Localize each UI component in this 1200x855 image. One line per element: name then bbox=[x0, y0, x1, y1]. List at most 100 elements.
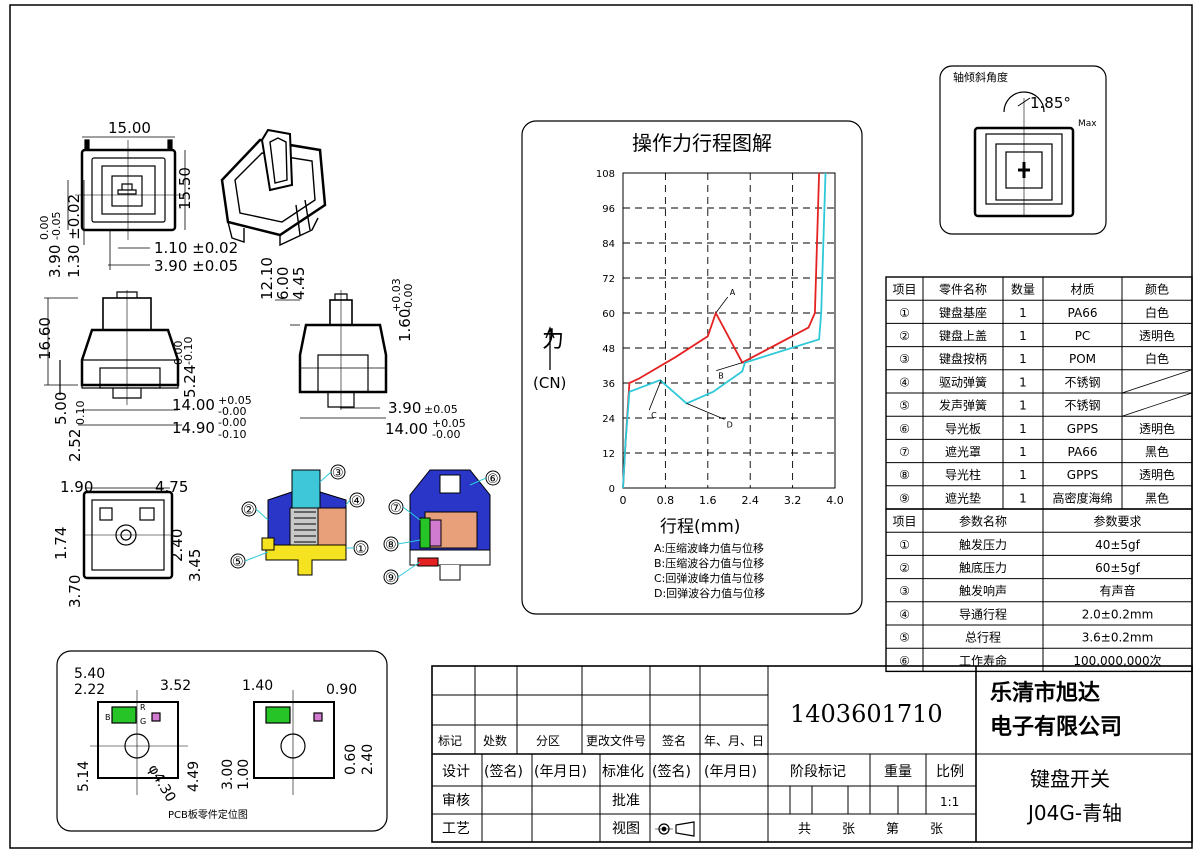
callout-8: ⑧ bbox=[383, 536, 399, 553]
y-tick-label: 84 bbox=[602, 239, 615, 250]
annotation-leader bbox=[716, 362, 743, 371]
x-tick-label: 0.8 bbox=[657, 494, 675, 507]
table-cell: 触底压力 bbox=[959, 560, 1007, 575]
dim-14-00-tol-b: -0.00 bbox=[218, 405, 246, 418]
table-cell: 3.6±0.2mm bbox=[1082, 631, 1154, 645]
note-c: C:回弹波峰力值与位移 bbox=[654, 571, 764, 585]
table-cell: PA66 bbox=[1068, 445, 1098, 459]
dim-14-90-tol-a: -0.00 bbox=[218, 416, 246, 429]
table-cell: 参数要求 bbox=[1093, 514, 1141, 529]
table-cell: ① bbox=[899, 538, 910, 552]
annotation-label: C bbox=[651, 411, 657, 420]
side-view-1 bbox=[44, 290, 182, 426]
pcb-left bbox=[90, 690, 188, 795]
table-cell: PC bbox=[1075, 329, 1091, 343]
tb-scale: 比例 bbox=[936, 764, 964, 780]
table-cell: 项目 bbox=[892, 515, 916, 529]
bottom-view bbox=[82, 487, 174, 580]
table-cell: 2.0±0.2mm bbox=[1082, 607, 1154, 621]
table-cell: ⑤ bbox=[899, 631, 910, 645]
x-tick-label: 0 bbox=[620, 494, 627, 507]
dim-14-00-tol-a: +0.05 bbox=[218, 394, 252, 407]
pcb-right-dims: 1.40 0.90 3.00 1.00 0.60 2.40 bbox=[220, 678, 376, 790]
table-cell: 不锈钢 bbox=[1064, 375, 1100, 389]
pcb-dim-1-00: 1.00 bbox=[236, 759, 252, 790]
table-cell: ④ bbox=[899, 375, 910, 389]
table-cell: ⑥ bbox=[899, 654, 910, 668]
dim-5-24: 5.24 bbox=[181, 365, 199, 398]
svg-text:①: ① bbox=[355, 542, 367, 557]
tb-mark: 标记 bbox=[438, 734, 462, 748]
dim-3-90-v: 3.90 bbox=[46, 245, 64, 278]
plot-area bbox=[622, 172, 836, 489]
table-cell: 1 bbox=[1019, 468, 1027, 482]
chart-ylabel: 力 bbox=[542, 328, 564, 353]
y-tick-label: 60 bbox=[602, 309, 615, 320]
callout-5: ⑤ bbox=[230, 553, 246, 570]
tilt-title: 轴倾斜角度 bbox=[953, 70, 1008, 84]
annotation-leader bbox=[648, 379, 662, 411]
table-cell: 1 bbox=[1019, 422, 1027, 436]
y-tick-label: 108 bbox=[596, 169, 615, 180]
svg-text:③: ③ bbox=[332, 466, 344, 481]
dim-side1-t1: 0.00 bbox=[172, 341, 185, 366]
part-number: 1403601710 bbox=[790, 700, 943, 728]
callout-4: ④ bbox=[349, 492, 365, 509]
tb-sheet-no-unit: 张 bbox=[930, 822, 943, 837]
tb-view: 视图 bbox=[612, 821, 640, 837]
pcb-dim-5-14: 5.14 bbox=[76, 761, 92, 792]
ylabel-arrow bbox=[545, 326, 555, 370]
svg-text:⑤: ⑤ bbox=[232, 555, 244, 570]
table-cell: 白色 bbox=[1145, 351, 1169, 366]
table-cell: ③ bbox=[899, 584, 910, 598]
pin-r: R bbox=[140, 703, 146, 712]
table-cell: 导光柱 bbox=[945, 467, 981, 482]
tb-scale-value: 1:1 bbox=[940, 795, 959, 809]
dim-2-52: 2.52 bbox=[66, 429, 84, 462]
table-cell: 触发响声 bbox=[959, 583, 1007, 598]
table-cell: 触发压力 bbox=[959, 537, 1007, 552]
y-tick-label: 12 bbox=[602, 449, 615, 460]
svg-text:⑥: ⑥ bbox=[487, 472, 499, 487]
annotation-label: A bbox=[730, 288, 736, 297]
table-cell: POM bbox=[1069, 352, 1096, 366]
top-view-dims: 15.00 15.50 0.00 -0.05 3.90 1.30 ±0.02 1… bbox=[38, 119, 238, 278]
pcb-dim-2-40: 2.40 bbox=[360, 744, 376, 775]
table-cell: 键盘按柄 bbox=[939, 351, 987, 366]
dim-tol-a: 0.00 bbox=[38, 216, 51, 241]
annotation-label: D bbox=[727, 420, 733, 429]
table-cell: ② bbox=[899, 561, 910, 575]
dim-14-90-tol-b: -0.10 bbox=[218, 428, 246, 441]
isometric-view bbox=[220, 128, 327, 247]
chart-notes: A:压缩波峰力值与位移 B:压缩波谷力值与位移 C:回弹波峰力值与位移 D:回弹… bbox=[654, 541, 765, 600]
table-cell: 材质 bbox=[1070, 283, 1094, 297]
tb-approve: 批准 bbox=[612, 793, 640, 809]
dim-1-60: 1.60 bbox=[396, 309, 414, 342]
callout-2: ② bbox=[241, 501, 257, 518]
tb-zone: 分区 bbox=[536, 734, 560, 748]
dim-1-30: 1.30 ±0.02 bbox=[65, 194, 83, 278]
x-tick-label: 1.6 bbox=[699, 494, 717, 507]
dim-1-60-tol-b: -0.00 bbox=[402, 284, 415, 312]
bottom-view-dims: 1.90 4.75 1.74 2.40 3.45 3.70 bbox=[52, 478, 204, 608]
chart-title: 操作力行程图解 bbox=[632, 131, 772, 155]
x-tick-label: 4.0 bbox=[826, 494, 844, 507]
chart-frame bbox=[521, 120, 863, 615]
table-cell: 键盘上盖 bbox=[939, 328, 987, 343]
dim-width-15: 15.00 bbox=[108, 119, 151, 137]
dim-side2-14-tol-b: -0.00 bbox=[432, 428, 460, 441]
pcb-frame bbox=[56, 650, 388, 832]
product-line-1: 键盘开关 bbox=[1030, 767, 1110, 791]
table-cell: 零件名称 bbox=[939, 282, 987, 297]
dim-1-60-tol-a: +0.03 bbox=[390, 278, 403, 312]
annotation-label: B bbox=[718, 372, 724, 381]
dim-3-70: 3.70 bbox=[66, 575, 84, 608]
side-view-2-dims: 12.10 6.00 4.45 1.60 +0.03 -0.00 3.90 ±0… bbox=[258, 257, 466, 441]
annotation-leader bbox=[686, 403, 725, 420]
dim-4-45: 4.45 bbox=[290, 267, 308, 300]
table-cell: 黑色 bbox=[1145, 445, 1169, 459]
tb-sheets-total-unit: 张 bbox=[842, 822, 855, 837]
table-cell: 高密度海绵 bbox=[1052, 490, 1112, 505]
tilt-angle: 1.85° bbox=[1030, 94, 1071, 112]
